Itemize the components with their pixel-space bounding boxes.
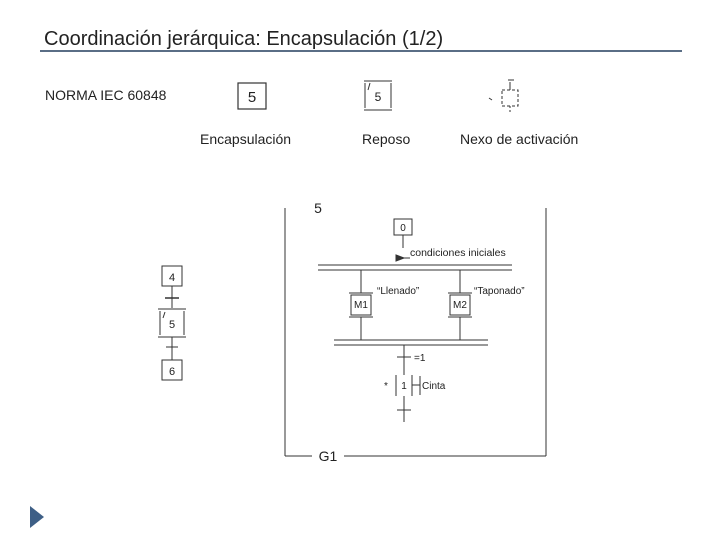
macro-m1-box xyxy=(349,270,373,340)
legend-encapsulation-step xyxy=(237,82,267,110)
initial-conditions-label: condiciones iniciales xyxy=(410,247,506,259)
legend-rest-step xyxy=(364,80,392,111)
step1-action: Cinta xyxy=(422,381,446,392)
encapsulation-caption: Encapsulación xyxy=(200,131,292,147)
seq-step-6 xyxy=(161,359,183,381)
transition-eq xyxy=(397,345,411,375)
macro-m1-name: “Llenado” xyxy=(377,286,419,297)
page-title: Coordinación jerárquica: Encapsulación (… xyxy=(44,28,444,50)
legend-encapsulation-step-number: 5 xyxy=(248,89,256,106)
init-step-number: 0 xyxy=(400,223,406,234)
double-line-top xyxy=(318,264,512,271)
step1-number: 1 xyxy=(401,381,407,392)
title-underline xyxy=(40,50,682,52)
transition-eq-label: =1 xyxy=(414,353,426,364)
enclosure-frame xyxy=(284,208,547,457)
double-line-bottom xyxy=(334,339,488,346)
seq-step-5-number: 5 xyxy=(169,319,175,331)
macro-m2-box xyxy=(448,270,472,340)
norma-label: NORMA IEC 60848 xyxy=(45,87,167,103)
init-step-box xyxy=(393,218,413,248)
step1-marker: * xyxy=(384,381,388,392)
rest-caption: Reposo xyxy=(362,131,411,147)
legend-rest-step-number: 5 xyxy=(375,90,382,104)
graph-name: G1 xyxy=(319,448,338,464)
next-slide-arrow-icon[interactable] xyxy=(30,506,44,528)
macro-m1-label: M1 xyxy=(354,300,368,311)
macro-m2-label: M2 xyxy=(453,300,467,311)
step1-box xyxy=(395,375,421,422)
seq-step-4-number: 4 xyxy=(169,272,175,284)
legend-activation-link xyxy=(488,79,519,113)
activation-link-caption: Nexo de activación xyxy=(460,131,579,147)
initial-conditions-arrow xyxy=(395,254,410,262)
seq-step-4 xyxy=(161,265,183,308)
macro-m2-name: “Taponado” xyxy=(474,286,525,297)
seq-step-5 xyxy=(158,308,186,360)
seq-step-6-number: 6 xyxy=(169,366,175,378)
enclosure-step-number: 5 xyxy=(314,200,322,216)
